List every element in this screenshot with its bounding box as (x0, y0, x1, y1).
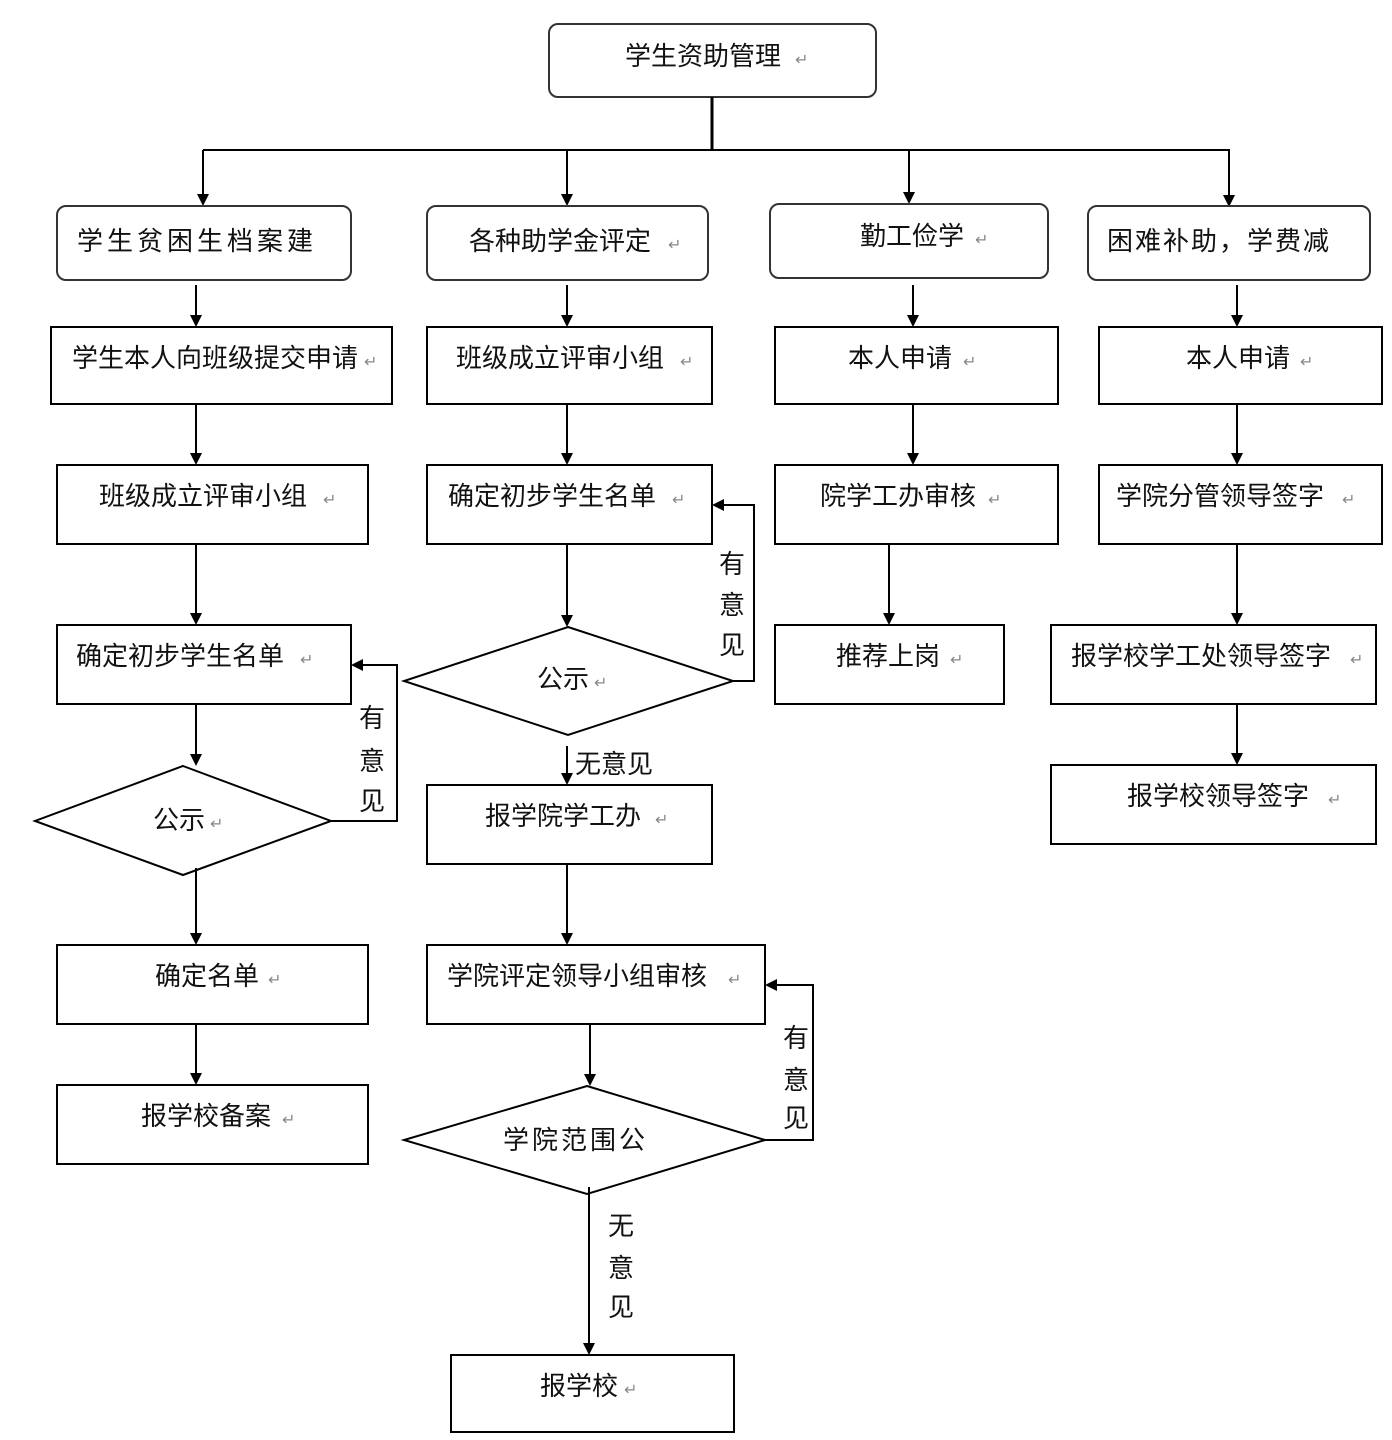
svg-text:报学校领导签字: 报学校领导签字 (1127, 782, 1309, 812)
paragraph-mark-icon: ↵ (988, 490, 1001, 509)
paragraph-mark-icon: ↵ (268, 970, 281, 989)
svg-text:见: 见 (608, 1293, 634, 1323)
paragraph-mark-icon: ↵ (364, 352, 377, 371)
svg-text:确定初步学生名单: 确定初步学生名单 (76, 642, 284, 672)
svg-text:有: 有 (783, 1024, 809, 1054)
paragraph-mark-icon: ↵ (975, 230, 988, 249)
paragraph-mark-icon: ↵ (950, 650, 963, 669)
pass-label-no-objection: 无意见 (575, 750, 653, 780)
step-report-school: 报学校 ↵ (450, 1354, 735, 1433)
feedback-label-objection-3: 有 意 见 (783, 1024, 809, 1134)
paragraph-mark-icon: ↵ (655, 810, 668, 829)
paragraph-mark-icon: ↵ (963, 352, 976, 371)
svg-text:学院分管领导签字: 学院分管领导签字 (1116, 482, 1324, 512)
paragraph-mark-icon: ↵ (624, 1380, 637, 1399)
paragraph-mark-icon: ↵ (668, 235, 681, 254)
step-school-record: 报学校备案 ↵ (56, 1084, 369, 1165)
decision-publicize-2: 公示 ↵ (400, 625, 737, 737)
pass-label-no-objection-2: 无 意 见 (608, 1212, 634, 1323)
column-grants: 班级成立评审小组 ↵ 确定初步学生名单 ↵ 公示 ↵ 有 意 见 无意见 报学院… (400, 285, 814, 1433)
svg-text:学生本人向班级提交申请: 学生本人向班级提交申请 (72, 344, 358, 374)
svg-text:见: 见 (783, 1104, 809, 1134)
svg-text:意: 意 (783, 1066, 809, 1096)
paragraph-mark-icon: ↵ (1350, 650, 1363, 669)
branch-head-grants: 各种助学金评定 ↵ (426, 205, 709, 281)
svg-text:班级成立评审小组: 班级成立评审小组 (456, 344, 664, 374)
svg-text:班级成立评审小组: 班级成立评审小组 (99, 482, 307, 512)
paragraph-mark-icon: ↵ (1342, 490, 1355, 509)
decision-publicize: 公示 ↵ (32, 764, 334, 877)
paragraph-mark-icon: ↵ (728, 970, 741, 989)
step-self-apply-2: 本人申请 ↵ (1098, 326, 1383, 405)
paragraph-mark-icon: ↵ (323, 490, 336, 509)
paragraph-mark-icon: ↵ (795, 50, 808, 69)
svg-text:报学校学工处领导签字: 报学校学工处领导签字 (1071, 642, 1331, 672)
paragraph-mark-icon: ↵ (282, 1110, 295, 1129)
step-college-leader-sign: 学院分管领导签字 ↵ (1098, 464, 1383, 545)
svg-text:学院范围公: 学院范围公 (503, 1126, 648, 1156)
svg-text:推荐上岗: 推荐上岗 (836, 642, 940, 672)
svg-text:有: 有 (359, 704, 385, 734)
branch-head-archive-label: 学生贫困生档案建 (77, 227, 317, 257)
branch-head-hardship: 困难补助，学费减 (1087, 205, 1371, 281)
paragraph-mark-icon: ↵ (300, 650, 313, 669)
branch-head-archive: 学生贫困生档案建 (56, 205, 352, 281)
svg-text:意: 意 (608, 1254, 634, 1284)
root-connectors (197, 97, 1235, 207)
root-node: 学生资助管理 ↵ (548, 23, 877, 98)
svg-text:见: 见 (359, 787, 385, 817)
paragraph-mark-icon: ↵ (680, 352, 693, 371)
step-student-affairs-sign: 报学校学工处领导签字 ↵ (1050, 624, 1377, 705)
step-recommend-job: 推荐上岗 ↵ (774, 624, 1005, 705)
column-hardship: 本人申请 ↵ 学院分管领导签字 ↵ 报学校学工处领导签字 ↵ 报学校领导签字 ↵ (1050, 285, 1383, 845)
paragraph-mark-icon: ↵ (594, 673, 607, 692)
svg-text:报学校备案: 报学校备案 (141, 1102, 271, 1132)
svg-text:确定初步学生名单: 确定初步学生名单 (448, 482, 656, 512)
feedback-label-objection-2: 有 意 见 (719, 550, 745, 661)
svg-text:报学院学工办: 报学院学工办 (485, 802, 641, 832)
svg-text:无: 无 (608, 1212, 634, 1242)
step-submit-application: 学生本人向班级提交申请 ↵ (50, 326, 393, 405)
svg-text:报学校: 报学校 (540, 1372, 618, 1402)
svg-text:确定名单: 确定名单 (155, 962, 259, 992)
step-final-list: 确定名单 ↵ (56, 944, 369, 1025)
branch-head-hardship-label: 困难补助，学费减 (1107, 227, 1331, 257)
branch-head-workstudy-label: 勤工俭学 (860, 222, 964, 252)
svg-text:本人申请: 本人申请 (848, 344, 952, 374)
step-preliminary-list: 确定初步学生名单 ↵ (56, 624, 352, 705)
root-node-label: 学生资助管理 (625, 42, 781, 72)
paragraph-mark-icon: ↵ (672, 490, 685, 509)
paragraph-mark-icon: ↵ (1328, 790, 1341, 809)
svg-text:有: 有 (719, 550, 745, 580)
decision-college-publicize: 学院范围公 (400, 1084, 769, 1196)
svg-text:院学工办审核: 院学工办审核 (820, 482, 976, 512)
branch-head-workstudy: 勤工俭学 ↵ (769, 203, 1049, 279)
svg-text:公示: 公示 (153, 806, 205, 836)
column-workstudy: 本人申请 ↵ 院学工办审核 ↵ 推荐上岗 ↵ (774, 285, 1059, 705)
step-preliminary-list-2: 确定初步学生名单 ↵ (426, 464, 713, 545)
svg-text:意: 意 (359, 747, 385, 777)
step-form-review-group: 班级成立评审小组 ↵ (56, 464, 369, 545)
svg-text:学院评定领导小组审核: 学院评定领导小组审核 (447, 962, 707, 992)
svg-text:见: 见 (719, 631, 745, 661)
svg-text:意: 意 (719, 591, 745, 621)
paragraph-mark-icon: ↵ (210, 814, 223, 833)
step-report-college-office: 报学院学工办 ↵ (426, 784, 713, 865)
step-self-apply: 本人申请 ↵ (774, 326, 1059, 405)
svg-text:公示: 公示 (537, 665, 589, 695)
svg-text:本人申请: 本人申请 (1186, 344, 1290, 374)
step-school-leader-sign: 报学校领导签字 ↵ (1050, 764, 1377, 845)
paragraph-mark-icon: ↵ (1300, 352, 1313, 371)
step-college-committee-review: 学院评定领导小组审核 ↵ (426, 944, 766, 1025)
step-office-review: 院学工办审核 ↵ (774, 464, 1059, 545)
branch-head-grants-label: 各种助学金评定 (469, 227, 651, 257)
feedback-label-objection: 有 意 见 (359, 704, 385, 817)
column-archive: 学生本人向班级提交申请 ↵ 班级成立评审小组 ↵ 确定初步学生名单 ↵ 公示 ↵… (32, 285, 398, 1165)
step-class-review-group: 班级成立评审小组 ↵ (426, 326, 713, 405)
